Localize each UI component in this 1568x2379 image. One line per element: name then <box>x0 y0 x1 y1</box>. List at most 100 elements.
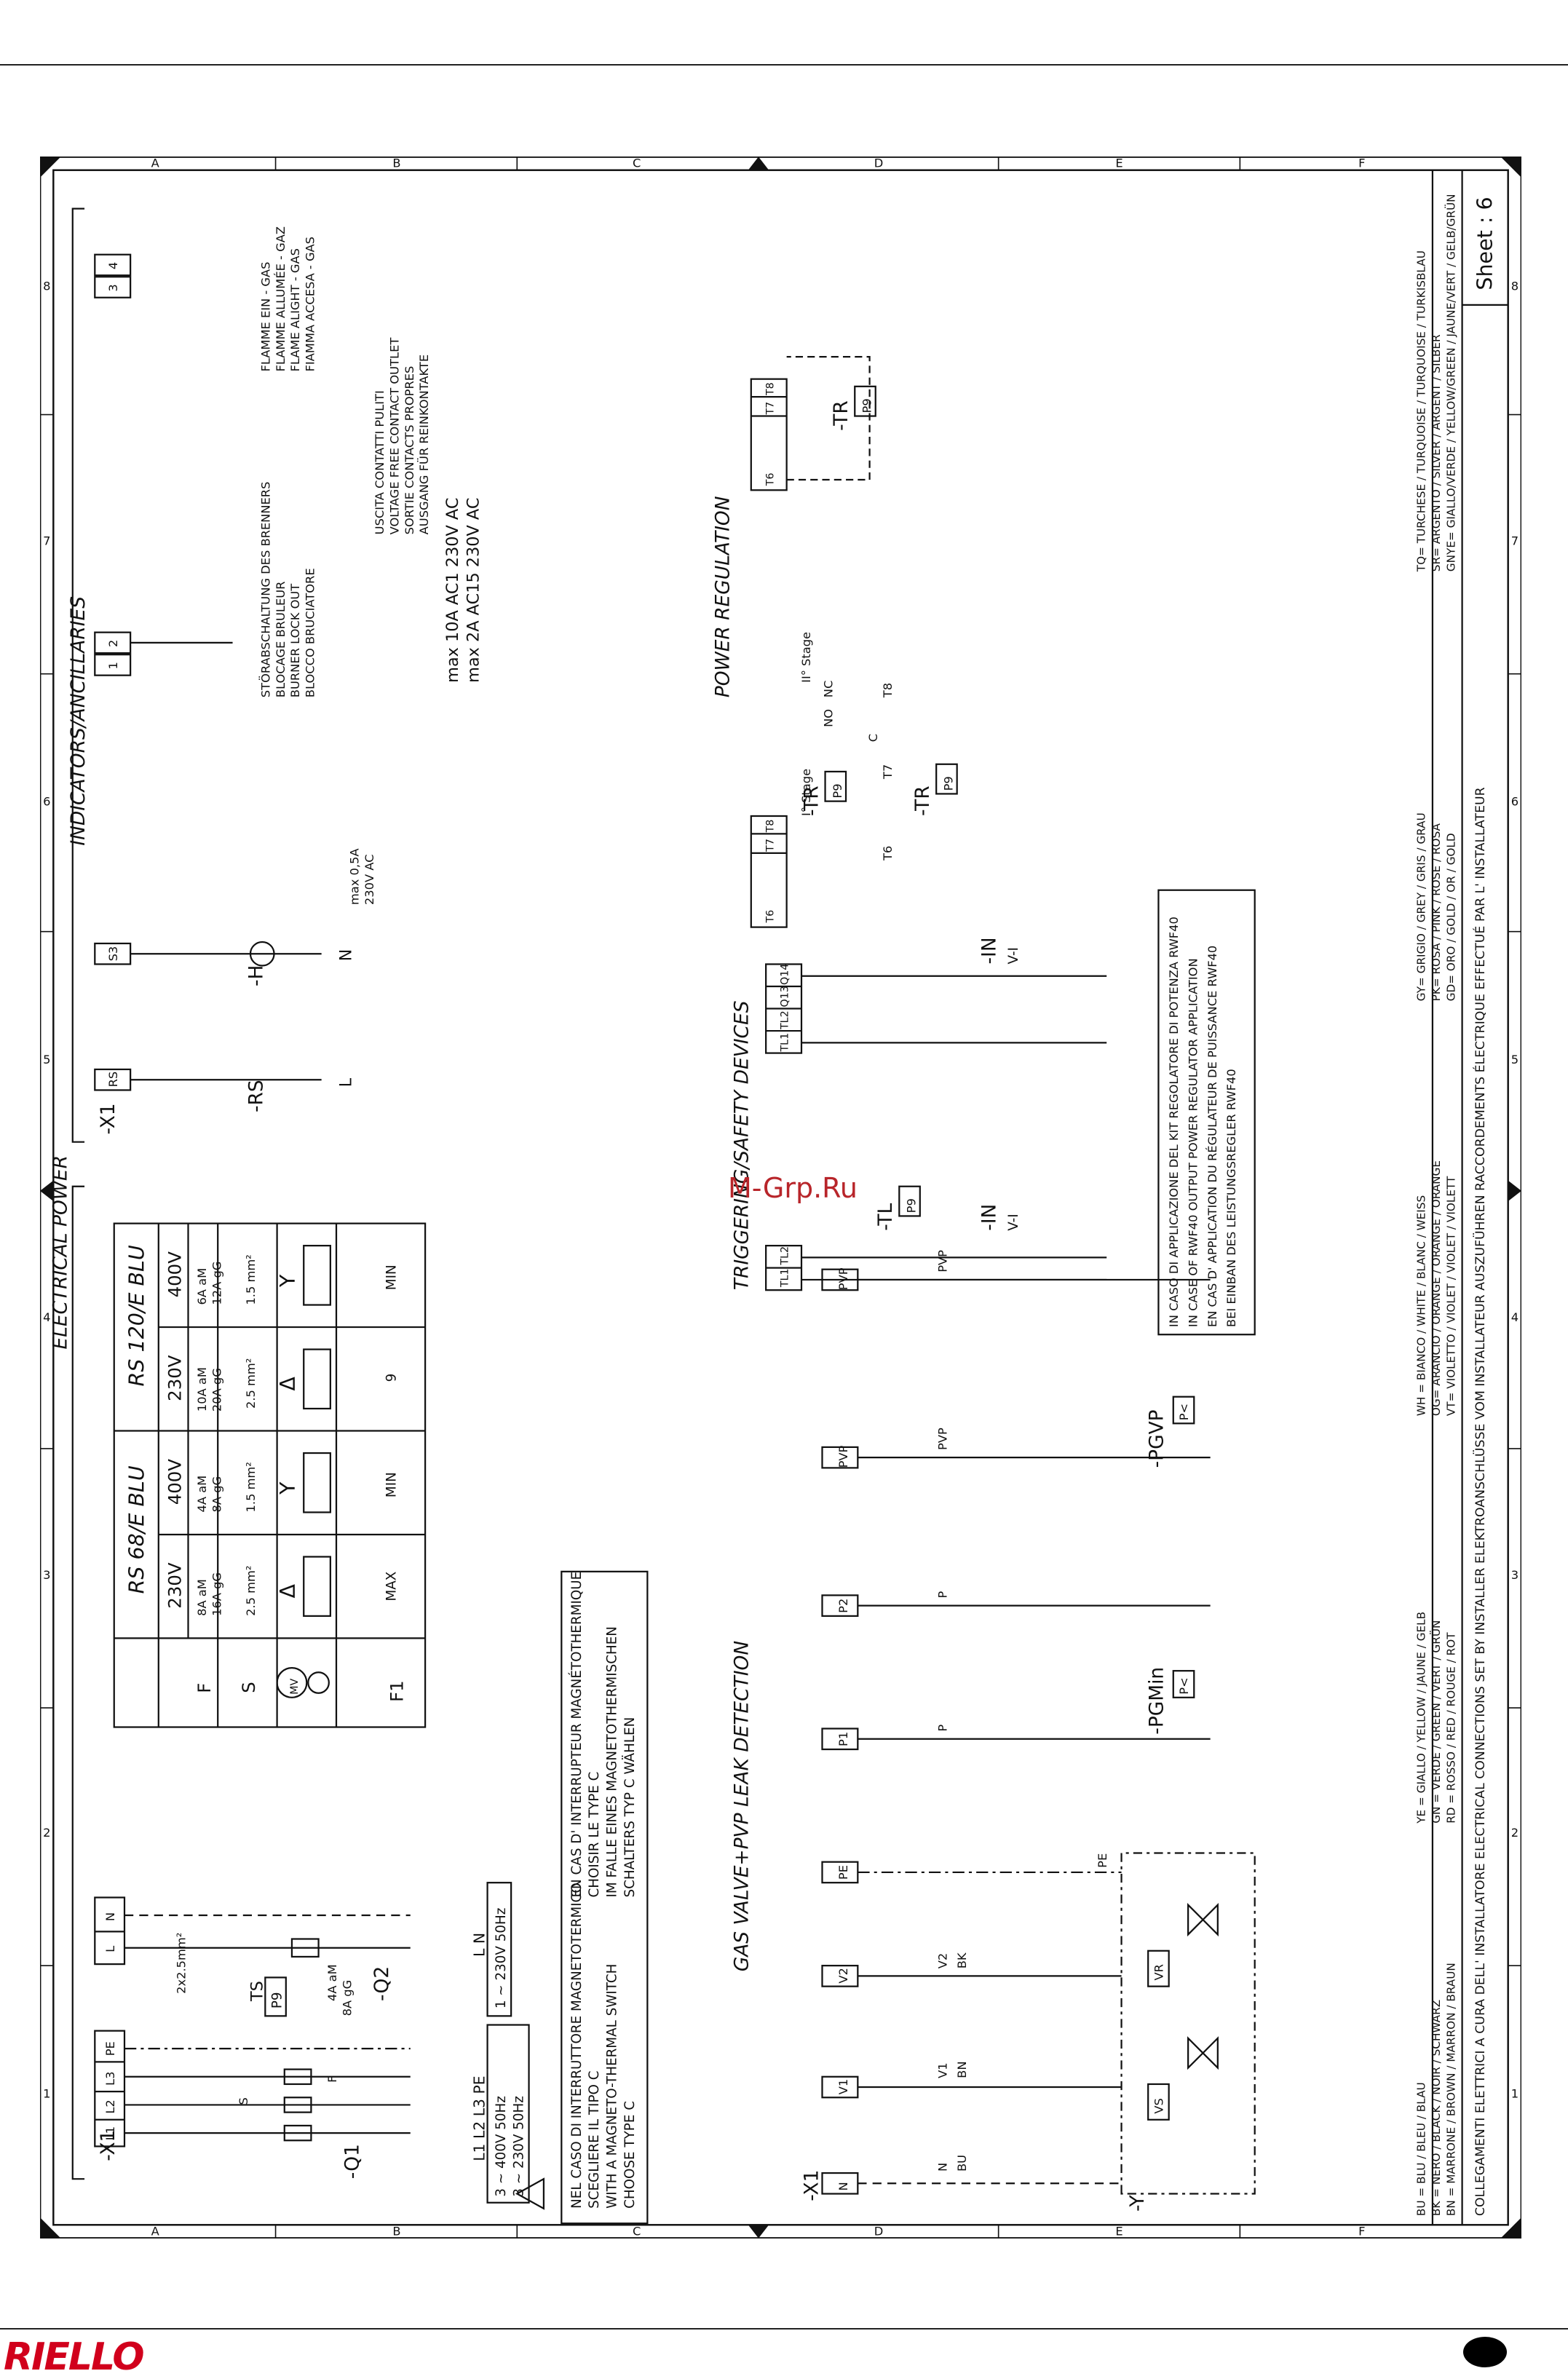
gas-wire-label-pvp1: PVP <box>935 1428 949 1450</box>
rs120-230-f2: 20A gG <box>210 1368 223 1412</box>
lamp-rating-1: max 0,5A <box>348 848 362 905</box>
stage-2: II° Stage <box>799 632 813 683</box>
gas-wire-label-v2: V2 <box>935 1953 949 1968</box>
ind-term-s3: S3 <box>106 946 120 962</box>
gas-wire-label-pvp2: PVP <box>935 1250 949 1272</box>
legend-gd: GD= ORO / GOLD / OR / GOLD <box>1444 833 1457 1001</box>
terminal-pe: PE <box>103 2041 117 2056</box>
power-reg-title: POWER REGULATION <box>711 496 734 697</box>
rs68-230-sel: MAX <box>384 1572 399 1602</box>
gas-valve-title: GAS VALVE+PVP LEAK DETECTION <box>731 1641 753 1972</box>
flame-en: FLAME ALIGHT - GAS <box>288 248 302 371</box>
warning-triangle-icon <box>515 2177 545 2210</box>
gas-wire-label-n: N <box>935 2163 949 2172</box>
gas-term-n: N <box>836 2182 850 2190</box>
rs120-400-s: 1.5 mm² <box>244 1254 258 1305</box>
s-label: S <box>237 2097 250 2105</box>
electrical-power-title: ELECTRICAL POWER <box>50 1155 72 1350</box>
cable-label: 2x2.5mm² <box>174 1933 188 1994</box>
zone-4-left: 4 <box>43 1310 50 1324</box>
legend-wh: WH = BIANCO / WHITE / BLANC / WEISS <box>1415 1195 1428 1416</box>
zone-f-top: F <box>1358 157 1365 170</box>
coil-label-b: V-I <box>1006 947 1021 964</box>
fuse-l2 <box>283 2097 312 2113</box>
lamp-icon <box>249 941 275 967</box>
rs120-400-terminal-diagram <box>303 1245 331 1306</box>
zone-6-right: 6 <box>1511 795 1518 809</box>
ind-term-3: 3 <box>106 284 120 291</box>
note-thermal-l2: SCEGLIERE IL TIPO C <box>587 2071 602 2209</box>
rs120-230v: 230V <box>164 1355 185 1401</box>
rs68-400-f1: 4A aM <box>195 1476 209 1513</box>
tr-label-c: -TR <box>830 400 852 431</box>
terminal-l3: L3 <box>103 2072 117 2086</box>
rs120-400-f1: 6A aM <box>195 1268 209 1305</box>
pgvp-label: -PGVP <box>1146 1409 1168 1468</box>
lockout-de: STÖRABSCHALTUNG DES BRENNERS <box>258 482 272 698</box>
vr-box <box>1147 1949 1170 1987</box>
gas-wire-label-p2: P <box>935 1591 949 1598</box>
rwf40-note-4: BEI EINBAN DES LEISTUNGSREGLER RWF40 <box>1224 1069 1238 1327</box>
tr-box-c <box>854 385 876 417</box>
top-rule <box>0 64 1568 66</box>
rs68-400v: 400V <box>164 1459 185 1505</box>
rs68-400-s: 1.5 mm² <box>244 1462 258 1512</box>
note-thermal-l4: CHOOSE TYPE C <box>622 2101 638 2209</box>
rs120-400-f2: 12A gG <box>210 1262 223 1305</box>
supply-3ph-terminals: L1 L2 L3 PE <box>471 2075 488 2161</box>
lamp-rating-2: 230V AC <box>363 855 376 906</box>
gas-term-p2: P2 <box>836 1599 850 1613</box>
lockout-en: BURNER LOCK OUT <box>288 584 302 697</box>
page-marker <box>1463 2337 1507 2367</box>
rs120-400-sel: MIN <box>384 1264 399 1290</box>
outlet-it: USCITA CONTATTI PULITI <box>373 390 387 534</box>
vs-label: VS <box>1152 2098 1166 2113</box>
y-label: -Y <box>1126 2195 1149 2212</box>
sheet-number: Sheet : 6 <box>1473 197 1497 290</box>
watermark: M-Grp.Ru <box>728 1172 858 1204</box>
flame-de: FLAMME EIN - GAS <box>258 262 272 372</box>
t7-label: T7 <box>881 764 895 780</box>
valve-vr-symbol-icon <box>1187 1903 1219 1937</box>
rs68-400-conn: Y <box>276 1481 300 1495</box>
preg-a-t7: T7 <box>764 839 776 852</box>
zone-c-top: C <box>633 157 641 170</box>
rs120-400-conn: Y <box>276 1274 300 1288</box>
legend-tq: TQ= TURCHESE / TURQUOISE / TURQUOISE / T… <box>1415 250 1428 572</box>
pgmin-sym: P< <box>1177 1677 1191 1694</box>
outlet-fr: SORTIE CONTACTS PROPRES <box>403 366 416 535</box>
rwf40-note-box <box>1157 889 1256 1336</box>
fuse-l3 <box>283 2068 312 2086</box>
terminal-l: L <box>103 1946 117 1952</box>
preg-dashed-loop <box>786 356 871 481</box>
terminal-l2: L2 <box>103 2099 117 2113</box>
x1-gas-label: -X1 <box>800 2170 823 2201</box>
ind-term-4: 4 <box>106 262 120 269</box>
indicators-title: INDICATORS/ANCILLARIES <box>67 596 90 846</box>
note-thermal-r1: EN CAS D' INTERRUPTEUR MAGNÉTOTHERMIQUE <box>569 1572 585 1898</box>
gas-valve-box <box>1120 1852 1256 2195</box>
coil-label-a: V-I <box>1006 1214 1021 1230</box>
tr-box-c-label: P9 <box>860 398 874 413</box>
legend-ye: YE = GIALLO / YELLOW / JAUNE / GELB <box>1415 1612 1428 1824</box>
preg-a-t6: T6 <box>764 910 776 924</box>
supply-1ph-box <box>486 1882 512 2017</box>
terminal-n: N <box>103 1912 117 1921</box>
preg-block-b <box>750 378 788 491</box>
supply-1ph: 1 ~ 230V 50Hz <box>494 1908 509 2009</box>
preg-a-t8: T8 <box>764 820 776 834</box>
motor-symbol <box>276 1666 308 1698</box>
vr-label: VR <box>1152 1964 1166 1980</box>
row-mv: MV <box>289 1678 301 1694</box>
brand-logo: RIELLO <box>4 2335 145 2379</box>
trig-a-tl2: TL2 <box>780 1246 791 1266</box>
zone-e-top: E <box>1115 157 1122 170</box>
tr-label-a: -TR <box>800 785 823 816</box>
q2-label: -Q2 <box>371 1966 393 2001</box>
zone-b-top: B <box>392 157 400 170</box>
ts-label: TS <box>248 1981 266 2002</box>
rs68-230-s: 2.5 mm² <box>244 1566 258 1616</box>
flame-fr: FLAMME ALLUMÉE - GAZ <box>274 226 288 371</box>
zone-a-bottom: A <box>151 2225 159 2239</box>
note-thermal-l3: WITH A MAGNETO-THERMAL SWITCH <box>605 1964 620 2209</box>
